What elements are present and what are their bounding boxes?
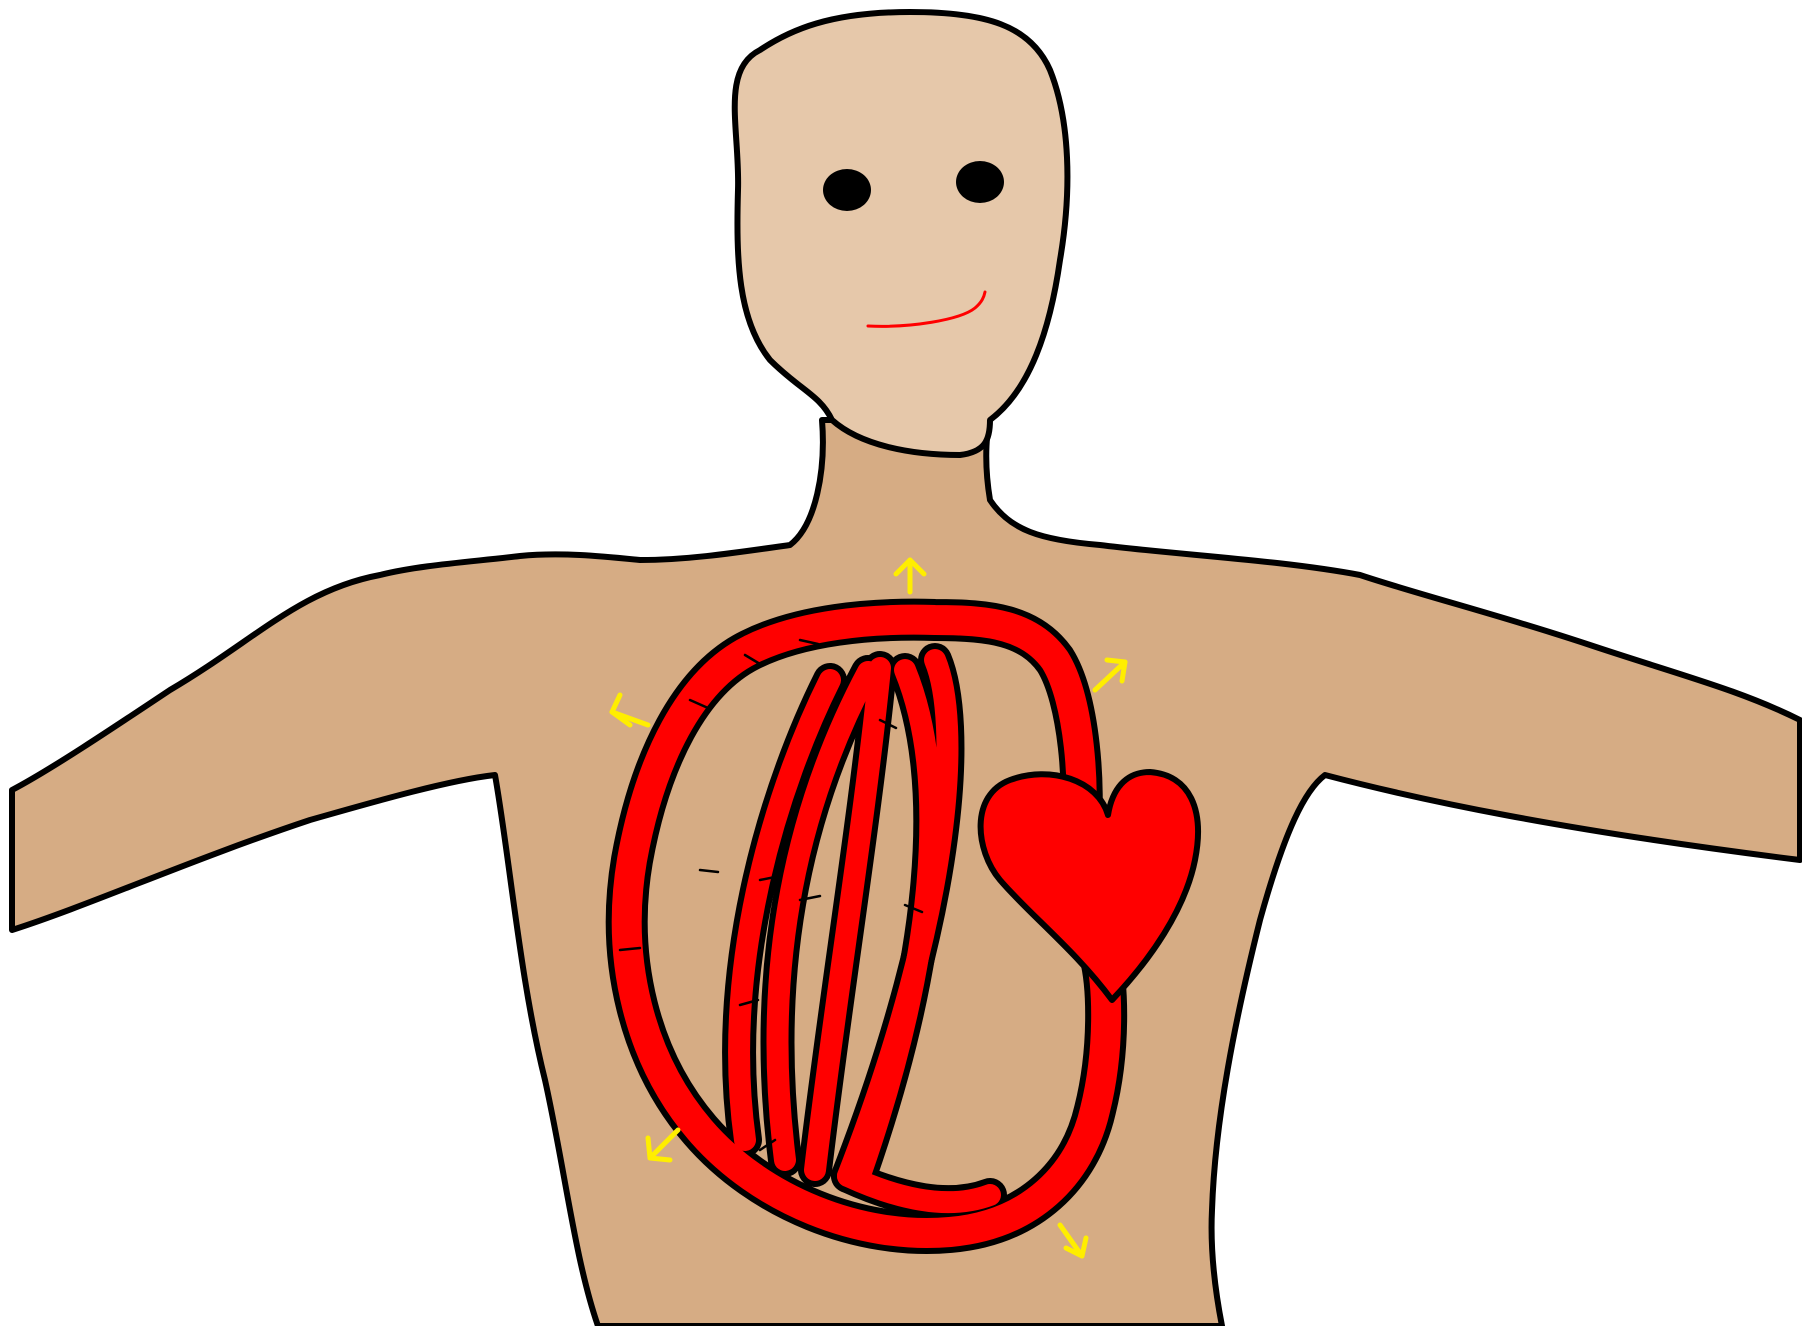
head xyxy=(735,12,1068,455)
right-eye xyxy=(956,161,1004,203)
left-eye xyxy=(823,169,871,211)
